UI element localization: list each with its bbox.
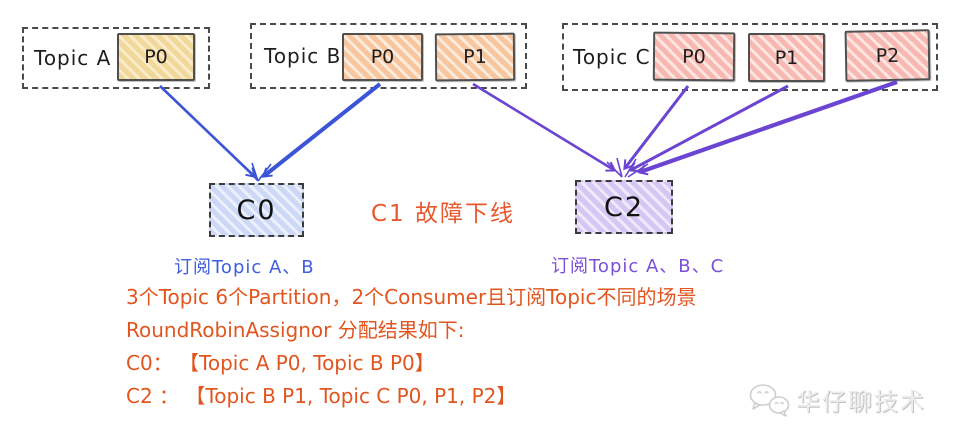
watermark: 华仔聊技术 — [748, 382, 926, 417]
partition-label: P1 — [774, 46, 799, 69]
arrow-topic-c-p1-to-c2 — [628, 84, 789, 173]
summary-line-2: RoundRobinAssignor 分配结果如下: — [126, 318, 465, 342]
arrow-topic-b-p0-to-c0 — [261, 82, 382, 178]
partition-topic-c-p2: P2 — [844, 29, 931, 82]
assignment-summary: 3个Topic 6个Partition，2个Consumer且订阅Topic不同… — [126, 281, 696, 413]
topic-c-label: Topic C — [573, 45, 651, 69]
partition-label: P2 — [875, 44, 900, 67]
arrow-topic-b-p1-to-c2 — [472, 82, 617, 172]
partition-topic-b-p0: P0 — [342, 33, 423, 81]
partition-label: P0 — [682, 45, 706, 68]
consumer-c0-label: C0 — [236, 194, 277, 226]
partition-label: P1 — [463, 45, 487, 69]
topic-b-label: Topic B — [264, 44, 342, 68]
summary-line-4: C2 ： 【Topic B P1, Topic C P0, P1, P2】 — [126, 384, 517, 408]
subscription-label-c0: 订阅Topic A、B — [174, 257, 315, 278]
offline-note: C1 故障下线 — [371, 201, 516, 227]
arrow-topic-c-p2-to-c2 — [637, 80, 898, 176]
wechat-icon — [749, 383, 790, 417]
summary-line-3: C0： 【Topic A P0, Topic B P0】 — [126, 351, 435, 375]
subscription-label-c2: 订阅Topic A、B、C — [551, 256, 725, 277]
partition-label: P0 — [370, 46, 395, 68]
topic-a-label: Topic A — [34, 46, 112, 70]
topic-box-b: Topic B P0 P1 — [250, 23, 527, 89]
arrow-topic-a-p0-to-c0 — [159, 85, 257, 178]
arrow-topic-c-p0-to-c2 — [623, 85, 690, 171]
summary-line-1: 3个Topic 6个Partition，2个Consumer且订阅Topic不同… — [126, 285, 697, 309]
consumer-box-c0: C0 — [209, 183, 304, 237]
watermark-text: 华仔聊技术 — [796, 388, 926, 416]
partition-label: P0 — [144, 46, 168, 68]
consumer-box-c2: C2 — [575, 180, 673, 234]
arrowhead-splash-c2 — [606, 157, 649, 178]
partition-topic-a-p0: P0 — [117, 33, 195, 81]
topic-box-c: Topic C P0 P1 P2 — [562, 23, 938, 91]
arrowhead-splash-c0 — [243, 162, 272, 182]
partition-topic-b-p1: P1 — [434, 32, 516, 82]
topic-box-a: Topic A P0 — [22, 27, 210, 89]
partition-topic-c-p0: P0 — [652, 31, 736, 82]
partition-topic-c-p1: P1 — [748, 33, 825, 82]
consumer-c2-label: C2 — [603, 191, 645, 223]
